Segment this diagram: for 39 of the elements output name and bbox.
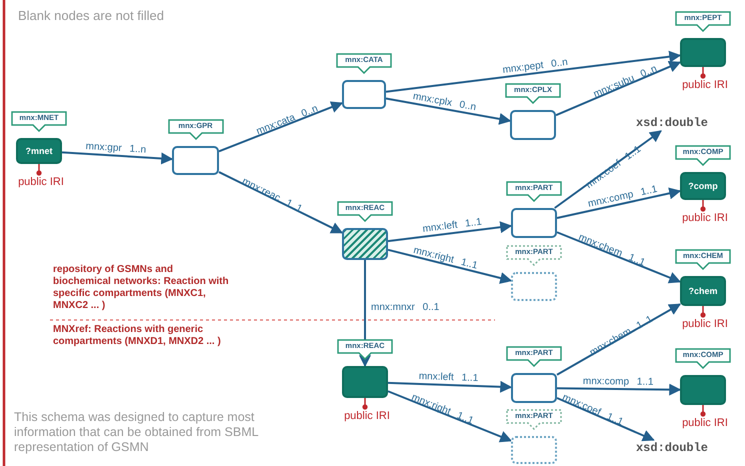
arrow	[388, 221, 512, 242]
edge-label: mnx:pept 0..n	[502, 56, 568, 76]
note-text: Blank nodes are not filled	[18, 8, 165, 24]
arrow	[556, 397, 655, 442]
arrow	[386, 50, 682, 93]
edge-label: mnx:left 1..1	[418, 370, 479, 384]
arrow	[388, 248, 512, 284]
iri-label: public IRI	[681, 212, 729, 224]
arrow	[556, 303, 682, 376]
node-label: ?comp	[688, 181, 718, 191]
arrow	[62, 151, 174, 164]
iri-label: public IRI	[681, 318, 729, 330]
edge-label: mnx:cplx 0..n	[412, 91, 478, 114]
note-text: repository of GSMNs and biochemical networks: Reaction with specific compartments (MNXC1, MNXC2 ... )	[53, 264, 230, 312]
iri-label: public IRI	[681, 79, 729, 91]
arrow	[388, 390, 512, 442]
arrow	[556, 384, 682, 396]
node-label: ?chem	[688, 286, 718, 296]
note-text: This schema was designed to capture most information that can be obtained from SBML representation of GSMN	[14, 410, 260, 455]
edge-label: mnx:mnxr 0..1	[371, 302, 440, 313]
datatype-label: xsd:double	[632, 440, 712, 456]
arrow	[386, 97, 512, 125]
arrow	[556, 231, 682, 284]
iri-label: public IRI	[17, 176, 65, 188]
iri-label: public IRI	[681, 417, 729, 429]
arrow	[218, 171, 344, 234]
arrow	[556, 187, 682, 219]
iri-label: public IRI	[343, 410, 391, 422]
arrow	[388, 380, 512, 393]
edge-label: mnx:gpr 1..n	[85, 140, 146, 156]
edge-label: mnx:right 1..1	[412, 244, 478, 272]
edge-label: mnx:comp 1..1	[582, 376, 654, 388]
edge-label: mnx:left 1..1	[422, 216, 482, 236]
arrow	[218, 101, 344, 152]
arrow	[554, 130, 662, 209]
node-label: ?mnet	[26, 146, 52, 156]
arrow	[556, 61, 682, 116]
datatype-label: xsd:double	[632, 115, 712, 131]
note-text: MNXref: Reactions with generic compartments (MNXD1, MNXD2 ... )	[53, 324, 222, 348]
